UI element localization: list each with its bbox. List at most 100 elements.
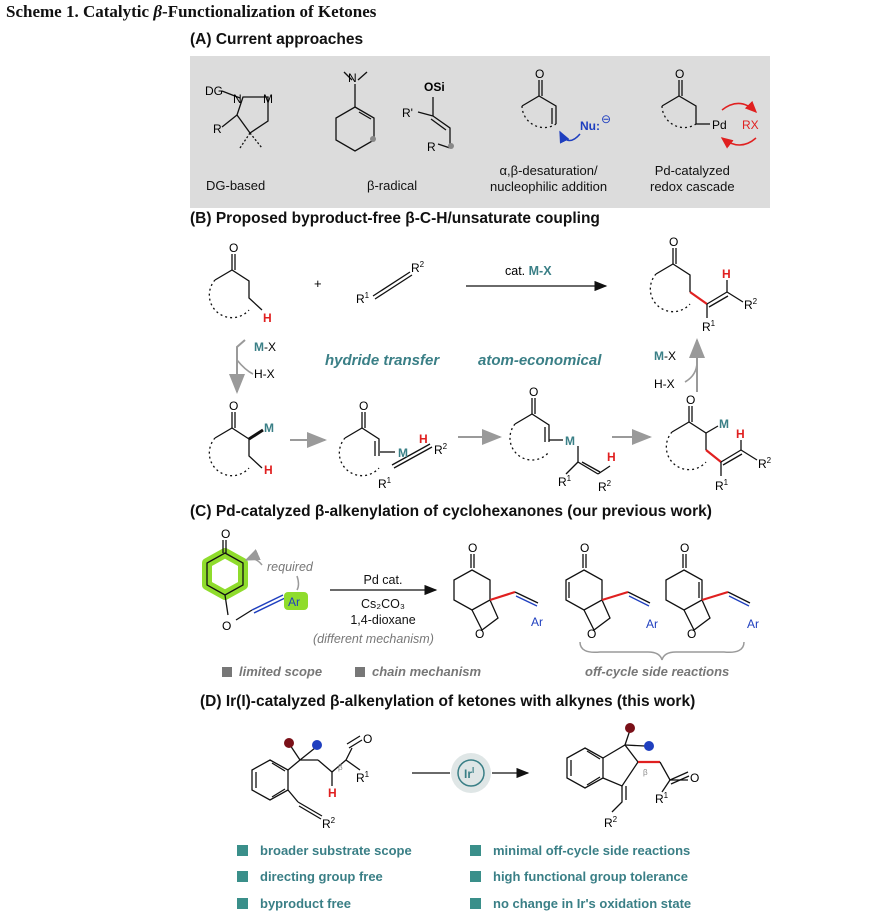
b-mx-left: M-X <box>254 340 276 354</box>
label-beta-radical: β-radical <box>367 178 418 193</box>
r-silyl-label: R <box>427 140 436 154</box>
feature-right-3: no change in Ir's oxidation state <box>470 896 691 911</box>
section-d-title: (D) Ir(I)-catalyzed β-alkenylation of ke… <box>200 693 696 710</box>
pd-label: Pd <box>712 118 727 132</box>
label-pd-cascade: Pd-catalyzed redox cascade <box>650 163 735 194</box>
int3-m: M <box>565 434 575 448</box>
feature-left-2: directing group free <box>237 869 383 884</box>
pd-o-label: O <box>675 67 684 81</box>
c-ar: Ar <box>288 595 300 609</box>
b-alkyne-r1: R1 <box>356 291 370 306</box>
panel-a-background <box>190 56 770 208</box>
c-p2-ar: Ar <box>646 617 658 631</box>
limited-scope-label: limited scope <box>222 664 322 679</box>
b-alkyne-r2: R2 <box>411 260 425 275</box>
d-sub-r2: R2 <box>322 816 336 831</box>
rx-label: RX <box>742 118 759 132</box>
d-blue-dot <box>312 740 322 750</box>
b-hx-right: H-X <box>654 377 675 391</box>
c-p1-ar: Ar <box>531 615 543 629</box>
b-plus: + <box>314 276 322 291</box>
dg-label: DG <box>205 84 223 98</box>
different-mechanism-label: (different mechanism) <box>313 632 434 646</box>
d-substrate <box>251 735 363 820</box>
feature-right-2: high functional group tolerance <box>470 869 688 884</box>
required-label: required <box>267 560 313 574</box>
radical-dot-1 <box>370 136 376 142</box>
b-alkyne <box>372 271 413 300</box>
int2-r1: R1 <box>378 476 392 491</box>
int2-h: H <box>419 432 428 446</box>
ir-cycle <box>457 759 485 787</box>
d-prod-blue <box>644 741 654 751</box>
nu-attack-arrow <box>559 130 581 144</box>
int2-o: O <box>359 399 368 413</box>
b-product-r1: R1 <box>702 319 716 334</box>
n-label: N <box>233 92 242 106</box>
d-prod-maroon <box>625 723 635 733</box>
chain-mechanism-label: chain mechanism <box>355 664 481 679</box>
atom-economical-label: atom-economical <box>478 352 602 369</box>
b-product <box>649 248 744 318</box>
feature-left-3: byproduct free <box>237 896 351 911</box>
b-catalyst-label: cat. M-X <box>505 264 552 278</box>
feature-bullet <box>237 845 248 856</box>
b-hx-left: H-X <box>254 367 275 381</box>
cond-base: Cs₂CO₃ <box>361 597 405 611</box>
b-ketone-start <box>208 254 263 319</box>
minus-label: ⊖ <box>601 112 611 126</box>
feature-bullet <box>470 898 481 909</box>
ir-label: IrI <box>464 766 474 781</box>
c-ether-o: O <box>222 619 231 633</box>
label-desaturation: α,β-desaturation/ nucleophilic addition <box>490 163 608 194</box>
c-substrate <box>202 540 286 621</box>
feature-right-1: minimal off-cycle side reactions <box>470 843 690 858</box>
b-down-arrow <box>229 339 246 394</box>
int3-h: H <box>607 450 616 464</box>
int1-o: O <box>229 399 238 413</box>
d-prod-o: O <box>690 771 699 785</box>
c-p2-o: O <box>580 541 589 555</box>
red-cycle-arrow-top <box>721 100 758 114</box>
feature-bullet <box>470 845 481 856</box>
section-b-title: (B) Proposed byproduct-free β-C-H/unsatu… <box>190 210 600 227</box>
d-prod-beta: β <box>643 768 648 777</box>
osi-label: OSi <box>424 80 445 94</box>
int3-r1: R1 <box>558 474 572 489</box>
c-p1-ring-o: O <box>475 627 484 641</box>
d-maroon-dot <box>284 738 294 748</box>
int4-o: O <box>686 393 695 407</box>
enone-o-label: O <box>535 67 544 81</box>
int4-m: M <box>719 417 729 431</box>
d-sub-o: O <box>363 732 372 746</box>
limited-scope-bullet <box>222 667 232 677</box>
b-ketone-h: H <box>263 311 272 325</box>
dg-based-structure <box>221 90 269 149</box>
required-arrow-ar <box>296 575 300 591</box>
c-p2-ring-o: O <box>587 627 596 641</box>
feature-bullet <box>237 898 248 909</box>
offcycle-label: off-cycle side reactions <box>585 664 730 679</box>
rprime-label: R' <box>402 106 413 120</box>
b-product-o: O <box>669 235 678 249</box>
c-p3-o: O <box>680 541 689 555</box>
b-int-3 <box>509 398 611 475</box>
d-sub-h: H <box>328 786 337 800</box>
c-product-2 <box>565 554 651 631</box>
scheme-title: Scheme 1. Catalytic β-Functionalization … <box>6 2 377 21</box>
int4-r1: R1 <box>715 478 729 493</box>
feature-left-1: broader substrate scope <box>237 843 412 858</box>
feature-bullet <box>237 871 248 882</box>
int3-o: O <box>529 385 538 399</box>
int1-m: M <box>264 421 274 435</box>
b-hx-branch <box>236 359 254 375</box>
required-arrow <box>244 549 263 566</box>
section-a-title: (A) Current approaches <box>190 31 364 48</box>
c-product-3 <box>665 554 751 631</box>
enamine-n-label: N <box>348 71 357 85</box>
r-label: R <box>213 122 222 136</box>
enone-structure <box>521 80 557 129</box>
b-mx-right: M-X <box>654 349 676 363</box>
c-p3-ring-o: O <box>687 627 696 641</box>
int4-r2: R2 <box>758 456 772 471</box>
